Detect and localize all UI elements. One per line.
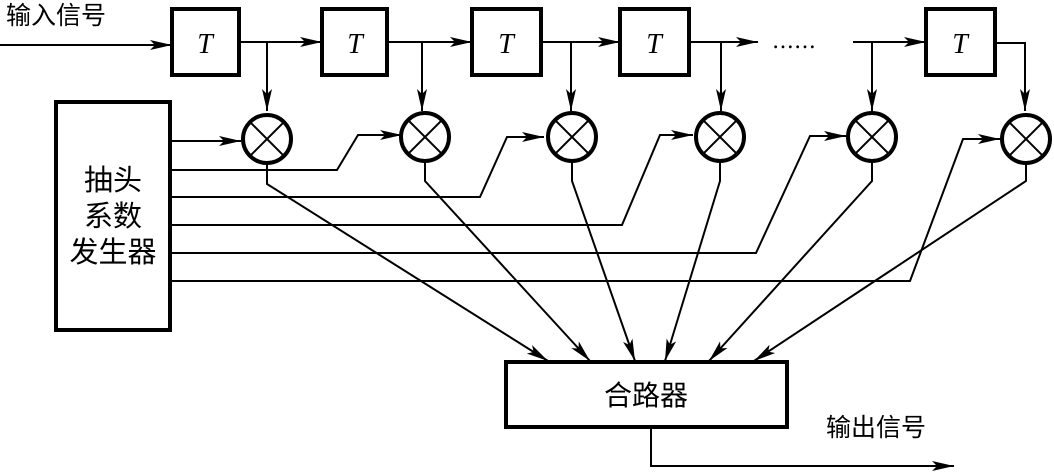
delay-block-n: T (924, 7, 997, 77)
multiply-cross-stroke (1008, 121, 1044, 157)
coef-wire-4 (170, 130, 693, 226)
product-wire-1 (266, 164, 549, 362)
delay-block-4: T (618, 7, 691, 77)
input-signal-label: 输入信号 (6, 1, 106, 30)
product-wire-2 (424, 161, 591, 362)
output-wire (650, 428, 954, 471)
delay-block-1: T (170, 7, 241, 77)
combiner-block: 合路器 (504, 360, 789, 429)
product-wire-4 (664, 161, 721, 362)
product-wire-3 (571, 161, 636, 362)
multiplier-1 (241, 113, 293, 165)
multiplier-4 (694, 111, 746, 163)
product-wire-6 (753, 163, 1027, 362)
multiply-cross-stroke (554, 119, 590, 155)
generator-label-line-2: 系数 (84, 199, 142, 233)
combiner-label: 合路器 (604, 379, 688, 412)
delay-label: T (197, 29, 215, 60)
tap-coefficient-generator: 抽头 系数 发生器 (54, 100, 172, 332)
delay-block-2: T (320, 7, 389, 77)
coef-wire-5 (170, 131, 846, 254)
ellipsis: …… (772, 29, 816, 54)
product-wire-5 (708, 161, 873, 362)
multipliers (241, 111, 1052, 165)
multiplier-2 (399, 111, 451, 163)
coef-wire-2 (170, 130, 402, 171)
multiplier-6 (1000, 113, 1052, 165)
multiply-cross-stroke (249, 121, 285, 157)
delay-n-tap-wire (995, 42, 1030, 111)
delay-chain-wires (0, 37, 1030, 111)
multiplier-5 (846, 111, 898, 163)
product-wires (266, 161, 1027, 362)
generator-label-line-1: 抽头 (84, 163, 142, 197)
output-signal-label: 输出信号 (826, 413, 926, 442)
delay-label: T (498, 29, 516, 60)
delay-block-3: T (470, 7, 543, 77)
coef-wire-6 (170, 134, 1000, 282)
coefficient-wires (170, 130, 1000, 282)
delay-label: T (646, 29, 664, 60)
generator-label-line-3: 发生器 (69, 235, 156, 269)
coef-wire-3 (170, 132, 544, 198)
multiplier-3 (546, 111, 598, 163)
multiply-cross-stroke (702, 119, 738, 155)
delay-label: T (347, 29, 365, 60)
multiply-cross-stroke (407, 119, 443, 155)
delay-label: T (952, 29, 970, 60)
multiply-cross-stroke (854, 119, 890, 155)
